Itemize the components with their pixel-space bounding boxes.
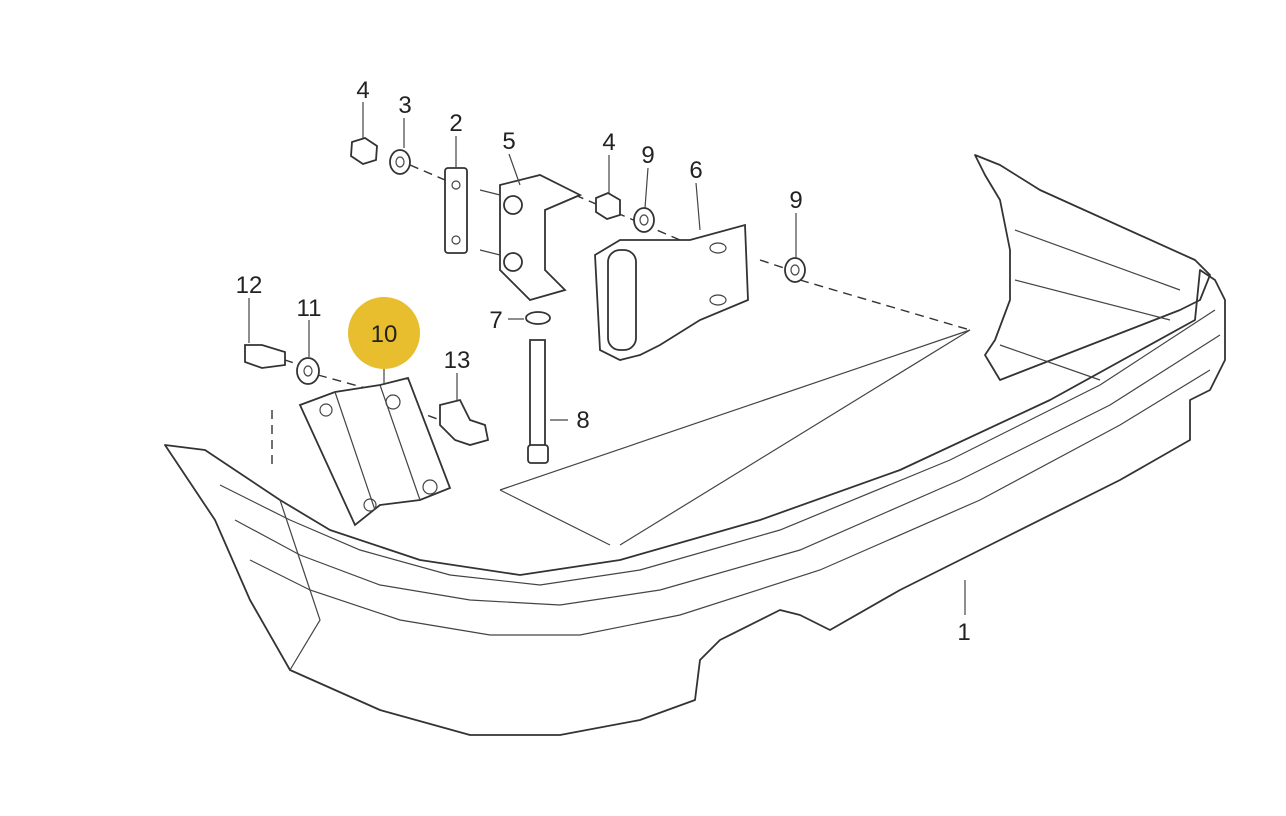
washer-part-3[interactable] [389, 149, 411, 175]
label-3: 3 [398, 92, 411, 119]
label-13: 13 [444, 347, 471, 374]
label-12: 12 [236, 272, 263, 299]
highlight-circle [348, 297, 420, 369]
label-6: 6 [689, 157, 702, 184]
washer-part-7[interactable] [525, 311, 551, 325]
label-9b: 9 [789, 187, 802, 214]
label-11: 11 [297, 295, 322, 322]
bumper-part-1[interactable] [164, 154, 1226, 736]
label-1: 1 [957, 619, 970, 646]
label-8: 8 [576, 407, 589, 434]
label-5: 5 [502, 128, 515, 155]
washer-part-11[interactable] [296, 357, 320, 385]
label-10: 10 [371, 321, 398, 348]
washer-part-9b[interactable] [784, 257, 806, 283]
label-7: 7 [489, 307, 502, 334]
nut-part-4[interactable] [350, 137, 378, 165]
clip-part-13[interactable] [439, 398, 490, 446]
label-4: 4 [356, 77, 369, 104]
label-9: 9 [641, 142, 654, 169]
bolt-part-8[interactable] [529, 339, 546, 451]
nut-part-4b[interactable] [595, 191, 621, 220]
bolt-part-12[interactable] [244, 344, 286, 369]
washer-part-9[interactable] [633, 207, 655, 233]
label-2: 2 [449, 110, 462, 137]
bracket-part-5[interactable] [499, 174, 583, 302]
mounting-bracket-part-10[interactable] [298, 376, 452, 527]
label-4b: 4 [602, 129, 615, 156]
